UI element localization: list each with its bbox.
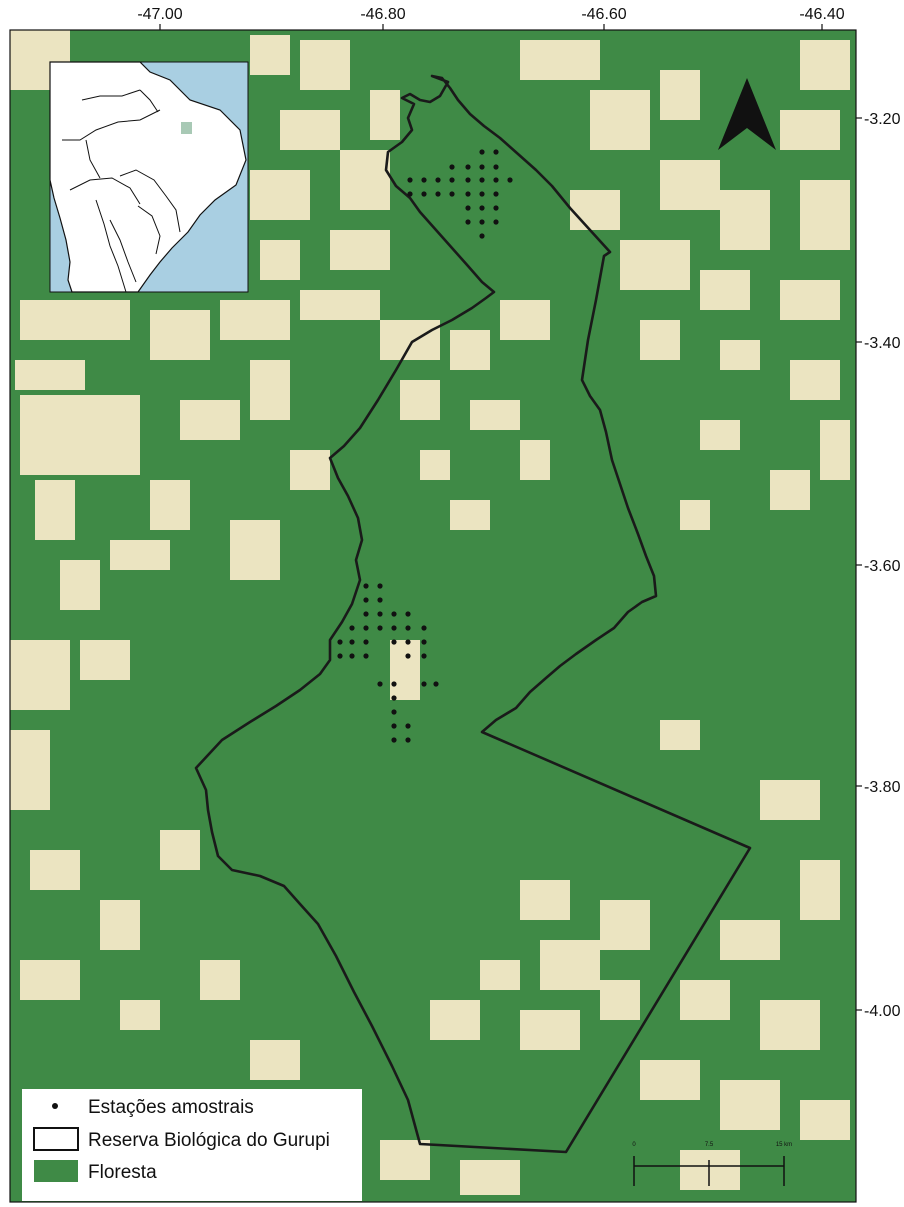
sampling-station xyxy=(479,164,485,170)
x-tick-label: -46.40 xyxy=(799,6,844,23)
sampling-station xyxy=(493,191,499,197)
sampling-station xyxy=(421,625,427,631)
map-frame xyxy=(9,29,857,1203)
sampling-station xyxy=(405,625,411,631)
y-tick-label: -3.60 xyxy=(864,558,901,575)
sampling-station xyxy=(479,177,485,183)
sampling-station xyxy=(391,681,397,687)
inset-study-area-highlight xyxy=(181,122,192,134)
inset-map xyxy=(49,61,249,293)
sampling-stations xyxy=(337,149,513,743)
reserve-swatch-icon xyxy=(33,1127,79,1151)
sampling-station xyxy=(377,611,383,617)
sampling-station xyxy=(349,653,355,659)
legend: Estações amostrais Reserva Biológica do … xyxy=(22,1089,362,1201)
sampling-station xyxy=(405,653,411,659)
sampling-station xyxy=(337,639,343,645)
sampling-station xyxy=(407,177,413,183)
sampling-station xyxy=(349,625,355,631)
legend-forest-label: Floresta xyxy=(88,1162,157,1183)
y-tick-label: -3.80 xyxy=(864,779,901,796)
x-tick-label: -46.60 xyxy=(581,6,626,23)
sampling-station xyxy=(391,723,397,729)
sampling-station xyxy=(465,205,471,211)
sampling-station xyxy=(507,177,513,183)
station-dot-icon xyxy=(52,1103,58,1109)
y-tick-label: -4.00 xyxy=(864,1003,901,1020)
y-axis-ticks xyxy=(856,117,862,1011)
sampling-station xyxy=(493,149,499,155)
sampling-station xyxy=(363,639,369,645)
sampling-station xyxy=(449,191,455,197)
legend-reserve-label: Reserva Biológica do Gurupi xyxy=(88,1130,330,1151)
sampling-station xyxy=(493,177,499,183)
sampling-station xyxy=(435,191,441,197)
sampling-station xyxy=(363,583,369,589)
inset-borders xyxy=(62,89,181,293)
sampling-station xyxy=(421,681,427,687)
sampling-station xyxy=(493,205,499,211)
sampling-station xyxy=(479,233,485,239)
sampling-station xyxy=(405,737,411,743)
scale-label: 15 km xyxy=(776,1142,792,1148)
sampling-station xyxy=(405,723,411,729)
legend-stations-label: Estações amostrais xyxy=(88,1097,254,1118)
sampling-station xyxy=(479,149,485,155)
x-tick-label: -46.80 xyxy=(360,6,405,23)
sampling-station xyxy=(377,583,383,589)
scale-label: 7.5 xyxy=(705,1142,714,1148)
sampling-station xyxy=(421,639,427,645)
map-area xyxy=(10,30,856,1202)
sampling-station xyxy=(377,597,383,603)
sampling-station xyxy=(421,653,427,659)
y-tick-label: -3.20 xyxy=(864,111,901,128)
sampling-station xyxy=(465,164,471,170)
sampling-station xyxy=(405,611,411,617)
sampling-station xyxy=(391,639,397,645)
sampling-station xyxy=(435,177,441,183)
sampling-station xyxy=(363,611,369,617)
sampling-station xyxy=(421,177,427,183)
sampling-station xyxy=(449,177,455,183)
sampling-station xyxy=(391,737,397,743)
sampling-station xyxy=(349,639,355,645)
sampling-station xyxy=(421,191,427,197)
reserve-boundary xyxy=(194,74,752,1154)
scale-label: 0 xyxy=(632,1142,636,1148)
sampling-station xyxy=(391,709,397,715)
y-tick-label: -3.40 xyxy=(864,335,901,352)
sampling-station xyxy=(479,191,485,197)
sampling-station xyxy=(363,625,369,631)
sampling-station xyxy=(449,164,455,170)
sampling-station xyxy=(377,681,383,687)
cleared-land xyxy=(10,30,850,1195)
sampling-station xyxy=(363,597,369,603)
sampling-station xyxy=(465,177,471,183)
x-axis-ticks xyxy=(159,24,823,30)
sampling-station xyxy=(391,611,397,617)
sampling-station xyxy=(405,639,411,645)
sampling-station xyxy=(391,695,397,701)
sampling-station xyxy=(391,625,397,631)
sampling-station xyxy=(493,164,499,170)
sampling-station xyxy=(337,653,343,659)
sampling-station xyxy=(363,653,369,659)
sampling-station xyxy=(493,219,499,225)
north-arrow-icon xyxy=(718,78,776,150)
sampling-station xyxy=(479,205,485,211)
sampling-station xyxy=(377,625,383,631)
sampling-station xyxy=(465,219,471,225)
x-tick-label: -47.00 xyxy=(137,6,182,23)
forest-swatch-icon xyxy=(34,1160,78,1182)
sampling-station xyxy=(407,191,413,197)
sampling-station xyxy=(479,219,485,225)
scale-bar: 0 7.5 15 km xyxy=(632,1142,792,1186)
sampling-station xyxy=(465,191,471,197)
sampling-station xyxy=(433,681,439,687)
